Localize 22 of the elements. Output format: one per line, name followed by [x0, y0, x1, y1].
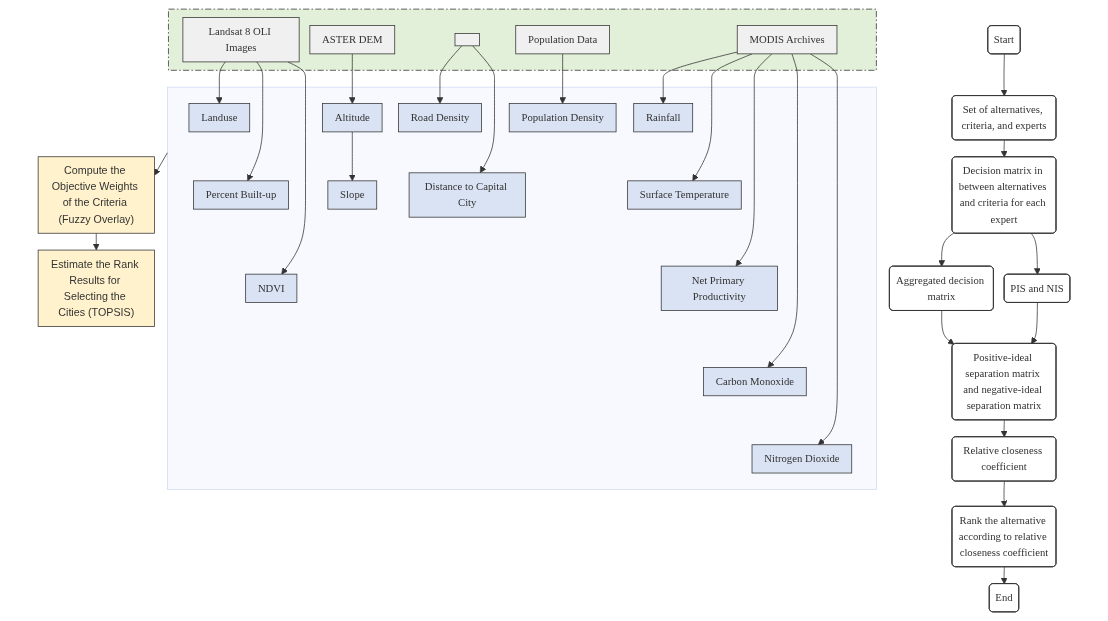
node-box: Distance to Capital City: [408, 172, 526, 218]
node-box: Net Primary Productivity: [660, 265, 778, 311]
node-box: NDVI: [245, 273, 298, 303]
node-box: Landuse: [188, 103, 251, 133]
node-box: Estimate the Rank Results for Selecting the Cities (TOPSIS): [37, 249, 155, 327]
node-box: ASTER DEM: [309, 25, 396, 55]
node-box: [454, 33, 480, 47]
node-box: Altitude: [322, 103, 383, 133]
node-box: Population Density: [508, 103, 617, 133]
node-box: Carbon Monoxide: [703, 367, 807, 397]
node-box: Surface Temperature: [627, 180, 742, 210]
node-box: Percent Built-up: [193, 180, 289, 210]
node-box: MODIS Archives: [736, 25, 838, 55]
node-box: Slope: [327, 180, 378, 210]
node-box: Nitrogen Dioxide: [751, 444, 853, 474]
cluster: [168, 8, 877, 71]
node-box: Population Data: [515, 25, 610, 55]
node-box: Landsat 8 OLI Images: [182, 17, 300, 63]
node-box: Rainfall: [633, 103, 694, 133]
node-box: Compute the Objective Weights of the Criteria (Fuzzy Overlay): [37, 156, 155, 234]
cluster: [167, 86, 877, 490]
node-box: Road Density: [398, 103, 482, 133]
